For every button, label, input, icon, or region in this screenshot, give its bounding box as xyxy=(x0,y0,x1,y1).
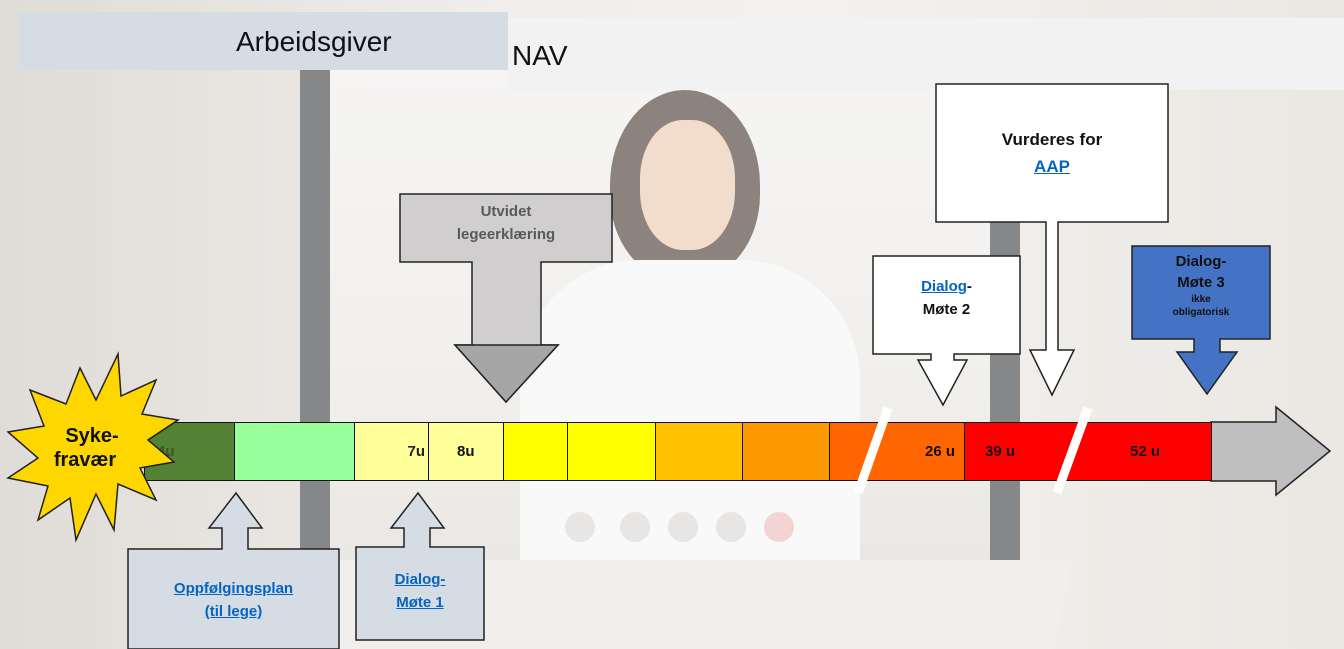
dialog1-link-sub[interactable]: Møte 1 xyxy=(396,594,444,611)
timeline-cell-26u: 26 u xyxy=(878,422,966,481)
sick-leave-label: Syke- fravær xyxy=(53,425,119,471)
employer-label: Arbeidsgiver xyxy=(236,26,392,57)
timeline-break-1 xyxy=(853,406,893,495)
timeline-cell-8u: 8u xyxy=(428,422,505,481)
timeline-cell-39u: 39 u xyxy=(964,422,1064,481)
oppfolging-callout: Oppfølgingsplan (til lege) xyxy=(128,577,339,623)
timeline-cell xyxy=(655,422,744,481)
dialog3-callout: Dialog- Møte 3 ikke obligatorisk xyxy=(1172,253,1230,318)
oppfolging-link[interactable]: Oppfølgingsplan xyxy=(173,580,294,597)
timeline-cell-7u: 7u xyxy=(354,422,430,481)
nav-band: NAV xyxy=(508,18,1344,90)
timeline-cell xyxy=(503,422,569,481)
aap-callout: Vurderes for AAP xyxy=(936,126,1168,180)
timeline-cell-52u: 52 u xyxy=(1062,422,1212,481)
dialog1-callout: Dialog- Møte 1 xyxy=(356,568,484,614)
timeline-break-2 xyxy=(1052,406,1093,495)
nav-label: NAV xyxy=(512,40,568,71)
timeline-cell xyxy=(742,422,831,481)
dialog2-link[interactable]: Dialog xyxy=(921,278,967,295)
utvidet-callout: Utvidet legeerklæring xyxy=(456,203,556,243)
oppfolging-link-sub[interactable]: (til lege) xyxy=(204,603,263,620)
dialog1-link[interactable]: Dialog- xyxy=(394,571,446,588)
employer-band: Arbeidsgiver xyxy=(18,12,508,70)
aap-link[interactable]: AAP xyxy=(1034,157,1070,176)
dialog2-callout: Dialog- Møte 2 xyxy=(921,278,972,318)
timeline-cell xyxy=(567,422,657,481)
